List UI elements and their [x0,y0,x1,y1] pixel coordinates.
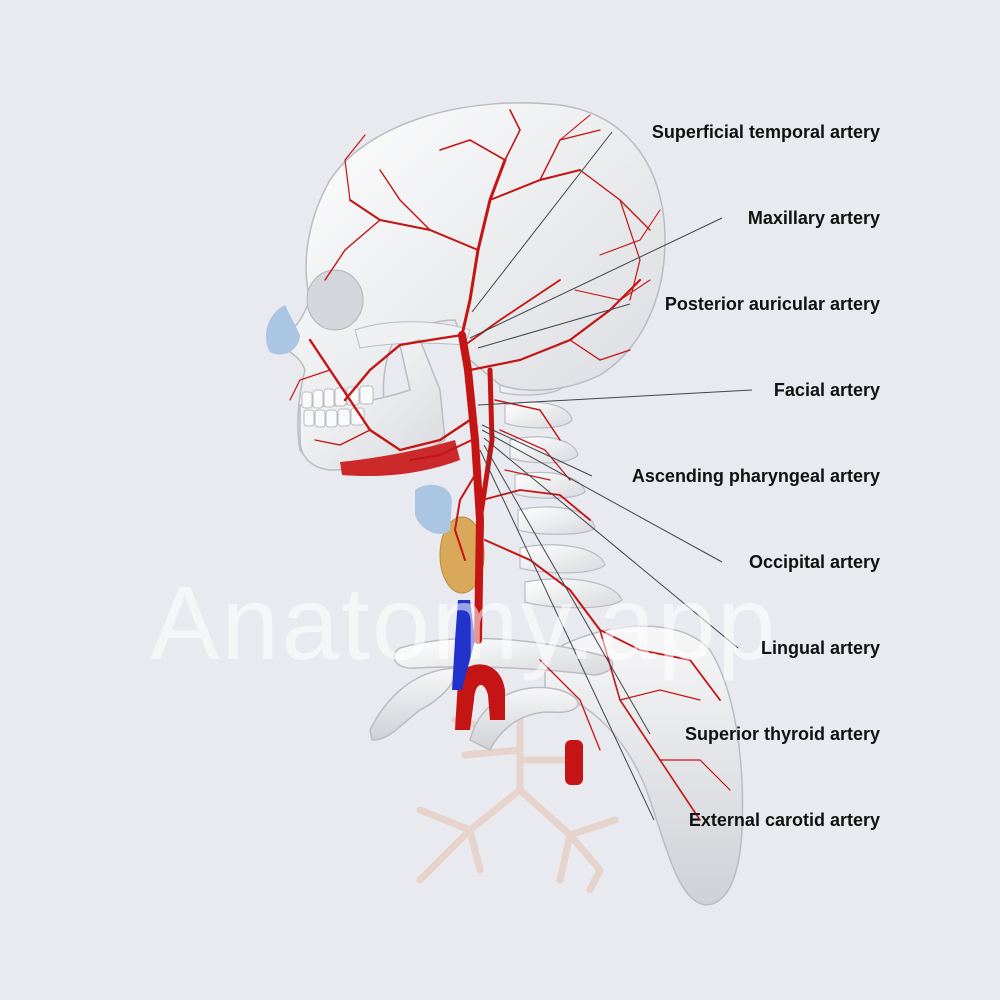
label-occipital-artery: Occipital artery [748,552,880,572]
label-superficial-temporal-artery: Superficial temporal artery [651,122,880,142]
arterial-network [289,109,731,821]
thyroid-gland [439,516,485,594]
leader-line-maxillary [469,217,723,339]
cervical-spine [499,369,623,609]
leader-line-lingual [483,437,739,649]
label-lingual-artery: Lingual artery [760,638,880,658]
descending-aorta [565,740,583,785]
leader-line-external-carotid [479,449,655,821]
aortic-arch [455,664,505,730]
rib [369,667,457,741]
larynx-cartilage [415,484,452,535]
leader-line-ascending-pharyngeal [481,424,593,477]
label-facial-artery: Facial artery [773,380,880,400]
internal-carotid-artery [477,367,495,523]
label-maxillary-artery: Maxillary artery [747,208,880,228]
leader-line-occipital [481,429,723,563]
label-posterior-auricular-artery: Posterior auricular artery [664,294,880,314]
leader-line-superficial-temporal [471,131,613,313]
bronchial-tree [416,696,619,894]
brachiocephalic-vein [452,600,475,690]
nasal-cartilage [265,305,300,355]
common-carotid-artery [458,331,485,644]
rib [469,686,579,752]
scapula [544,625,744,906]
submandibular-gland [340,440,460,477]
orbit [306,269,364,331]
teeth [301,385,374,428]
leader-line-posterior-auricular [477,303,631,349]
leader-lines [469,131,753,821]
clavicle [393,637,614,676]
leader-line-facial [477,389,753,406]
label-external-carotid-artery: External carotid artery [688,810,880,830]
label-ascending-pharyngeal-artery: Ascending pharyngeal artery [631,466,880,486]
label-superior-thyroid-artery: Superior thyroid artery [684,724,880,744]
leader-line-superior-thyroid [483,444,651,735]
